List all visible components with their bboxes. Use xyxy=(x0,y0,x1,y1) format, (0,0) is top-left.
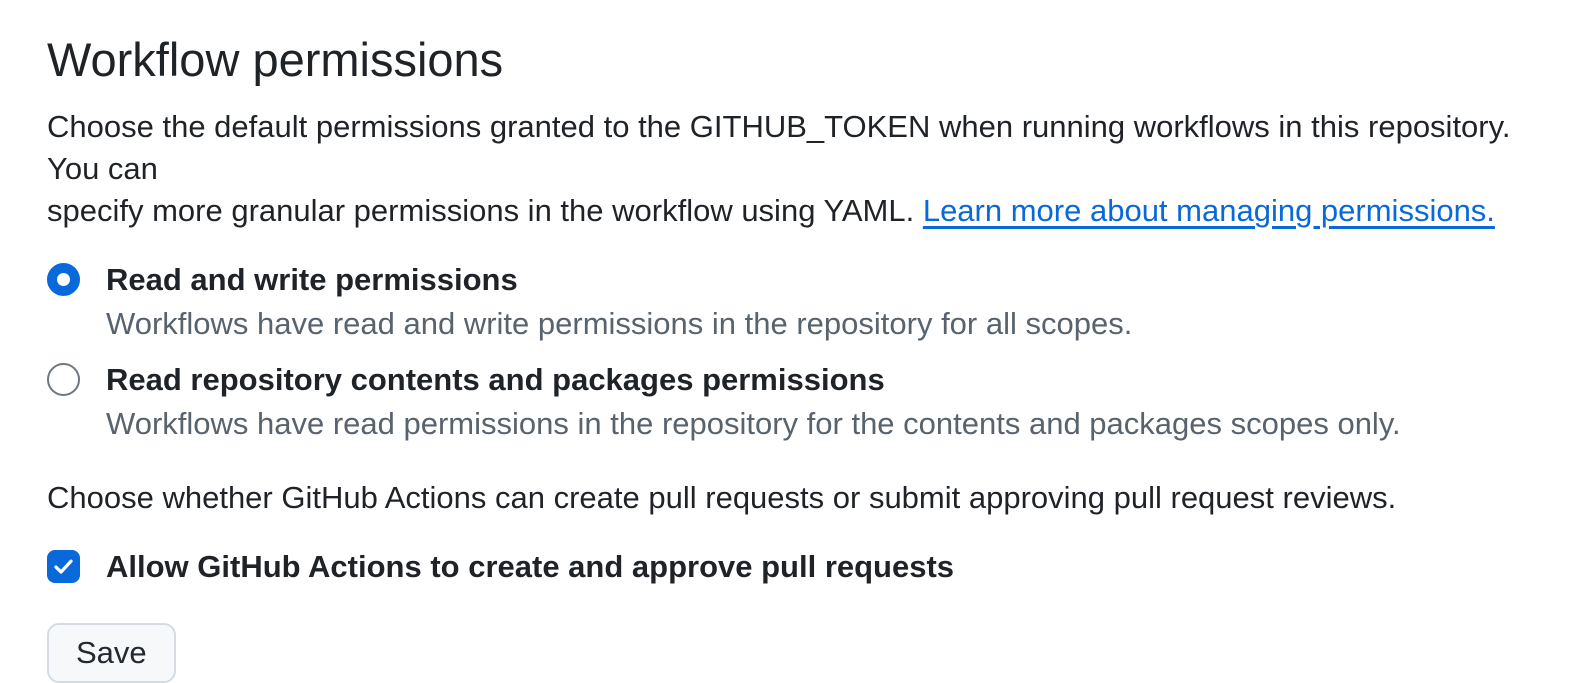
radio-row-read-only[interactable]: Read repository contents and packages pe… xyxy=(47,363,1541,396)
radio-row-read-write[interactable]: Read and write permissions xyxy=(47,263,1541,296)
radio-read-write-description: Workflows have read and write permission… xyxy=(106,306,1133,341)
intro-text: Choose the default permissions granted t… xyxy=(47,106,1541,232)
radio-read-only-icon[interactable] xyxy=(47,363,80,396)
radio-read-write-icon[interactable] xyxy=(47,263,80,296)
pull-request-setting-text: Choose whether GitHub Actions can create… xyxy=(47,480,1397,515)
token-permissions-radio-group: Read and write permissions Workflows hav… xyxy=(47,263,1541,439)
intro-line1: Choose the default permissions granted t… xyxy=(47,109,1511,186)
radio-read-only-label: Read repository contents and packages pe… xyxy=(106,362,885,397)
radio-option-read-only: Read repository contents and packages pe… xyxy=(47,363,1541,439)
save-button[interactable]: Save xyxy=(47,623,176,683)
check-icon xyxy=(54,559,73,574)
allow-pr-checkbox[interactable] xyxy=(47,550,80,583)
allow-pr-checkbox-row[interactable]: Allow GitHub Actions to create and appro… xyxy=(47,550,1541,583)
radio-read-only-description: Workflows have read permissions in the r… xyxy=(106,406,1401,441)
allow-pr-checkbox-label: Allow GitHub Actions to create and appro… xyxy=(106,549,955,584)
page-title: Workflow permissions xyxy=(47,33,504,86)
learn-more-link[interactable]: Learn more about managing permissions. xyxy=(922,193,1495,228)
radio-read-write-label: Read and write permissions xyxy=(106,262,518,297)
radio-option-read-write: Read and write permissions Workflows hav… xyxy=(47,263,1541,339)
intro-line2: specify more granular permissions in the… xyxy=(47,193,923,228)
